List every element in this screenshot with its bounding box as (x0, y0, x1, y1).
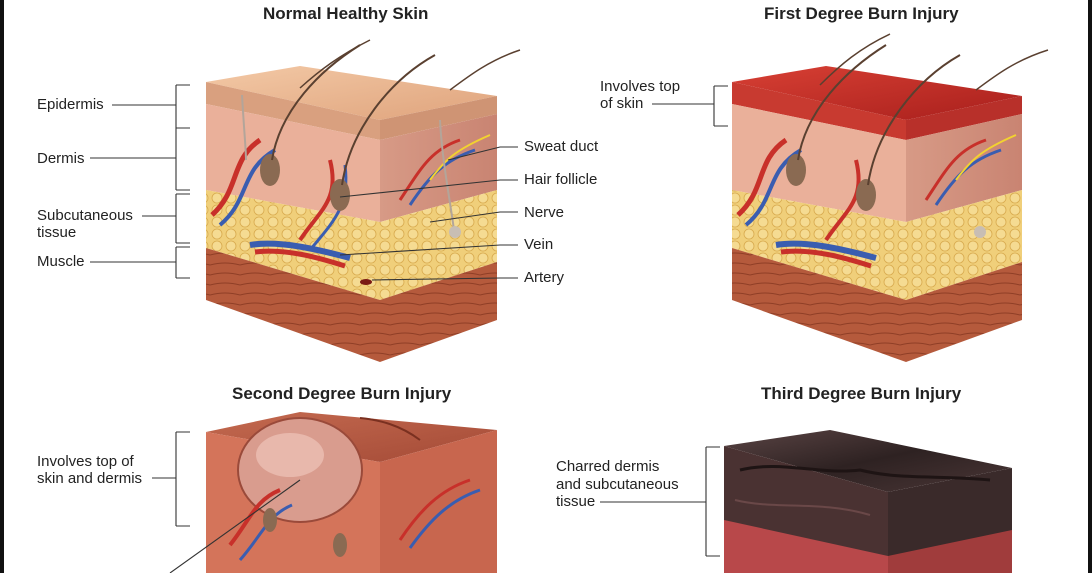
third-note-line2: and subcutaneous (556, 476, 679, 493)
second-note-line2: skin and dermis (37, 470, 143, 487)
title-normal: Normal Healthy Skin (263, 4, 429, 23)
label-muscle: Muscle (37, 253, 85, 270)
label-subcutaneous-tissue: tissue (37, 224, 77, 241)
label-sweat-duct: Sweat duct (524, 138, 599, 155)
title-second-degree: Second Degree Burn Injury (232, 384, 452, 403)
label-vein: Vein (524, 236, 554, 253)
label-subcutaneous: Subcutaneous (37, 207, 133, 224)
third-bracket (600, 446, 720, 557)
label-nerve: Nerve (524, 204, 565, 221)
second-note-line1: Involves top of (37, 453, 134, 470)
normal-right-leaders (339, 146, 518, 281)
label-epidermis: Epidermis (37, 96, 104, 113)
third-degree-block (724, 430, 1012, 573)
second-degree-block (206, 412, 497, 573)
label-artery: Artery (524, 269, 565, 286)
normal-skin-block (206, 39, 521, 362)
first-bracket (652, 85, 728, 127)
title-third-degree: Third Degree Burn Injury (761, 384, 962, 403)
label-dermis: Dermis (37, 150, 85, 167)
second-bracket (152, 431, 301, 573)
title-first-degree: First Degree Burn Injury (764, 4, 959, 23)
first-degree-block (732, 33, 1049, 362)
normal-left-brackets (90, 84, 190, 279)
third-note-line1: Charred dermis (556, 458, 660, 475)
first-note-line1: Involves top (600, 78, 681, 95)
label-hair-follicle: Hair follicle (524, 171, 598, 188)
first-note-line2: of skin (600, 95, 644, 112)
third-note-line3: tissue (556, 493, 596, 510)
